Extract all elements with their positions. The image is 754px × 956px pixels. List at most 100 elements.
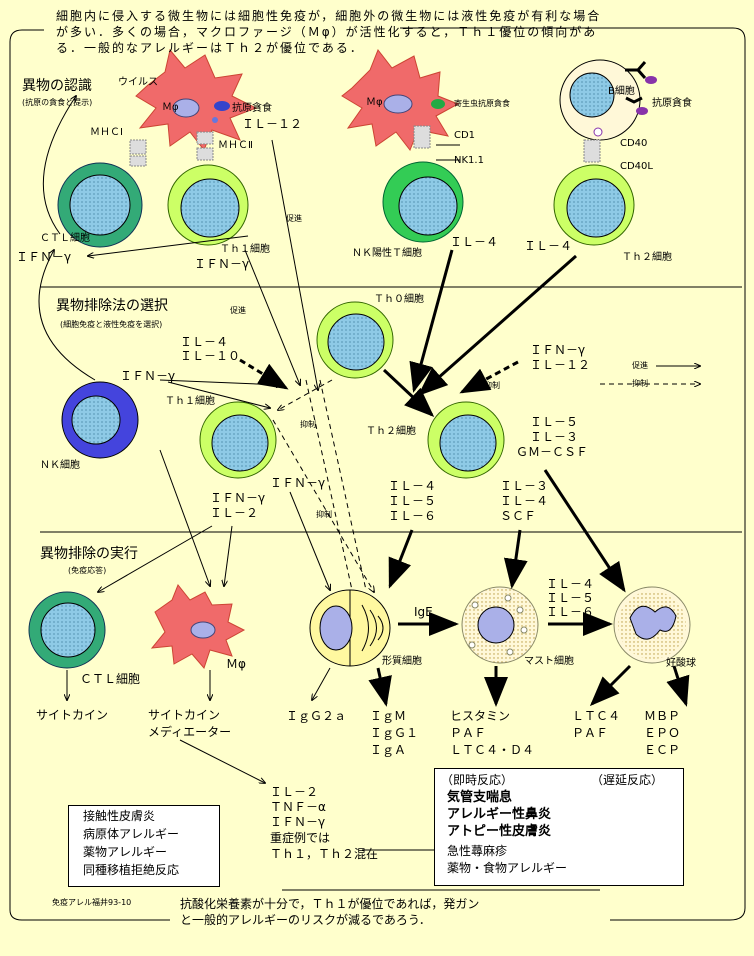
label-mphi-bottom: Ｍφ <box>226 657 246 671</box>
mast-mediator-3: ＬＴＣ４・Ｄ４ <box>450 743 535 757</box>
legend-promote: 促進 <box>632 361 648 370</box>
plasma-cyt-3: ＩＬ－６ <box>388 509 437 523</box>
label-phago-2: 抗原貪食 <box>652 98 692 109</box>
label-promote-2: 促進 <box>230 306 246 315</box>
ig-3: ＩｇＡ <box>370 743 407 757</box>
label-ctl-top: ＣＴＬ細胞 <box>40 233 90 244</box>
th1-cell-middle <box>199 401 277 479</box>
label-plasma: 形質細胞 <box>382 656 422 667</box>
macrophage-bottom <box>150 584 246 669</box>
intro-line-3: る．一般的なアレルギーはＴｈ２が優位である． <box>56 41 364 55</box>
plasma-cell <box>309 589 391 667</box>
label-ctl-bottom: ＣＴＬ細胞 <box>80 672 141 686</box>
th1-disease-2: 病原体アレルギー <box>83 827 180 841</box>
label-promote-vertical: 促進 <box>286 214 302 223</box>
eos-mediator-5: ＥＣＰ <box>644 743 681 757</box>
ig-1: ＩｇＭ <box>370 709 407 723</box>
macrophage-top-middle <box>341 49 460 151</box>
intro-line-1: 細胞内に侵入する微生物には細胞性免疫が，細胞外の微生物には液性免疫が有利な場合 <box>56 9 602 23</box>
section-execution-title: 異物排除の実行 <box>40 546 138 562</box>
label-inhibit-3: 抑制 <box>316 510 332 519</box>
eos-cyt-2: ＩＬ－５ <box>546 591 595 605</box>
intro-line-2: が多い．多くの場合，マクロファージ（Ｍφ）が活性化すると，Ｔｈ１優位の傾向があ <box>56 25 598 39</box>
th2-disease-bold-3: アトピー性皮膚炎 <box>447 824 552 839</box>
th1-cyt-low-3: ＩＦＮ－γ <box>270 815 326 829</box>
macrophage-top-left <box>135 48 258 151</box>
conclusion-line-2: と一般的アレルギーのリスクが減るであろう． <box>180 913 431 927</box>
eosinophil <box>613 586 691 664</box>
ctl-cell-bottom <box>28 591 106 669</box>
source-note: 免疫アレル福井93-10 <box>52 898 132 907</box>
label-ifn-right: ＩＦＮ－γ <box>530 343 586 357</box>
label-mast: マスト細胞 <box>524 656 574 667</box>
label-ifn-nk: ＩＦＮ－γ <box>120 369 176 383</box>
th1-cell-top <box>167 164 249 246</box>
ctl-cell-top <box>57 162 143 248</box>
label-th2-mid: Ｔｈ２細胞 <box>366 426 416 437</box>
legend-inhibit: 抑制 <box>632 379 648 388</box>
th1-cyt-low-2: ＴＮＦ－α <box>270 800 326 814</box>
eos-cyt-1: ＩＬ－４ <box>546 577 595 591</box>
section-recognition-title: 異物の認識 <box>22 78 92 94</box>
th1-cyt-2: ＩＬ－２ <box>210 506 259 520</box>
label-b-cell: B細胞 <box>608 86 635 97</box>
eos-mediator-3: ＭＢＰ <box>644 709 681 723</box>
label-immediate: （即時反応） <box>441 773 514 787</box>
label-th0: Ｔｈ０細胞 <box>374 294 424 305</box>
label-inhibit-2: 抑制 <box>484 381 500 390</box>
th2-disease-1: 急性蕁麻疹 <box>447 844 508 858</box>
label-cytokine-2: サイトカイン <box>148 708 221 722</box>
label-cd40l: CD40L <box>620 161 653 172</box>
section-recognition-sub: (抗原の貪食と提示) <box>22 98 93 107</box>
label-severe: 重症例では <box>270 831 331 845</box>
eos-mediator-4: ＥＰＯ <box>644 726 681 740</box>
plasma-cyt-1: ＩＬ－４ <box>388 479 437 493</box>
mast-cyt-2: ＩＬ－４ <box>500 494 549 508</box>
label-cd40: CD40 <box>620 138 648 149</box>
label-il4-mid: ＩＬ－４ <box>180 335 229 349</box>
label-inhibit-1: 抑制 <box>300 420 316 429</box>
eos-cyt-3: ＩＬ－６ <box>546 605 595 619</box>
label-nk-cell: ＮＫ細胞 <box>40 460 80 471</box>
th2-disease-bold-1: 気管支喘息 <box>447 790 513 805</box>
label-ifn-center: ＩＦＮ－γ <box>270 476 326 490</box>
eos-mediator-2: ＰＡＦ <box>572 726 609 740</box>
section-selection-sub: (細胞免疫と液性免疫を選択) <box>60 320 163 329</box>
label-mixed: Ｔｈ１，Ｔｈ２混在 <box>270 847 379 861</box>
label-nk11: NK1.1 <box>454 155 484 166</box>
th2-disease-box: （即時反応） （遅延反応） 気管支喘息 アレルギー性鼻炎 アトピー性皮膚炎 急性… <box>434 768 684 886</box>
plasma-cyt-2: ＩＬ－５ <box>388 494 437 508</box>
section-execution-sub: (免疫応答) <box>68 566 107 575</box>
label-mphi-2: Ｍφ <box>366 97 383 108</box>
label-th2-top: Ｔｈ２細胞 <box>622 252 672 263</box>
th2-cell-middle <box>427 401 505 479</box>
label-il4-th2: ＩＬ－４ <box>524 239 573 253</box>
mast-mediator-2: ＰＡＦ <box>450 726 487 740</box>
label-ifn-th1: ＩＦＮ－γ <box>194 257 250 271</box>
mast-cyt-3: ＳＣＦ <box>500 509 537 523</box>
th1-disease-1: 接触性皮膚炎 <box>83 809 156 823</box>
th2-cyt-1: ＩＬ－５ <box>530 415 579 429</box>
label-cytokine-1: サイトカイン <box>36 708 109 722</box>
th2-disease-2: 薬物・食物アレルギー <box>447 861 568 875</box>
label-th1-top: Ｔｈ１細胞 <box>220 244 270 255</box>
label-igg2a: ＩｇＧ２ａ <box>286 709 347 723</box>
th1-disease-4: 同種移植拒絶反応 <box>83 863 180 877</box>
label-th1-mid: Ｔｈ１細胞 <box>165 396 215 407</box>
th1-disease-3: 薬物アレルギー <box>83 845 168 859</box>
mast-cyt-1: ＩＬ－３ <box>500 479 549 493</box>
th1-disease-box: 接触性皮膚炎 病原体アレルギー 薬物アレルギー 同種移植拒絶反応 <box>68 805 220 887</box>
label-cd1: CD1 <box>454 130 476 141</box>
label-virus: ウイルス <box>118 77 158 88</box>
th2-cyt-2: ＩＬ－３ <box>530 430 579 444</box>
ig-2: ＩｇＧ１ <box>370 726 419 740</box>
th1-cyt-1: ＩＦＮ－γ <box>210 491 266 505</box>
label-parasite-phago: 寄生虫抗原貪食 <box>454 99 510 108</box>
label-mhc1: ＭＨＣⅠ <box>90 127 123 138</box>
label-il4-nkt: ＩＬ－４ <box>450 235 499 249</box>
th1-cyt-low-1: ＩＬ－２ <box>270 785 319 799</box>
nk-t-cell <box>382 161 464 243</box>
mast-mediator-1: ヒスタミン <box>450 709 511 723</box>
section-selection-title: 異物排除法の選択 <box>56 298 168 314</box>
mast-cell <box>461 586 539 664</box>
